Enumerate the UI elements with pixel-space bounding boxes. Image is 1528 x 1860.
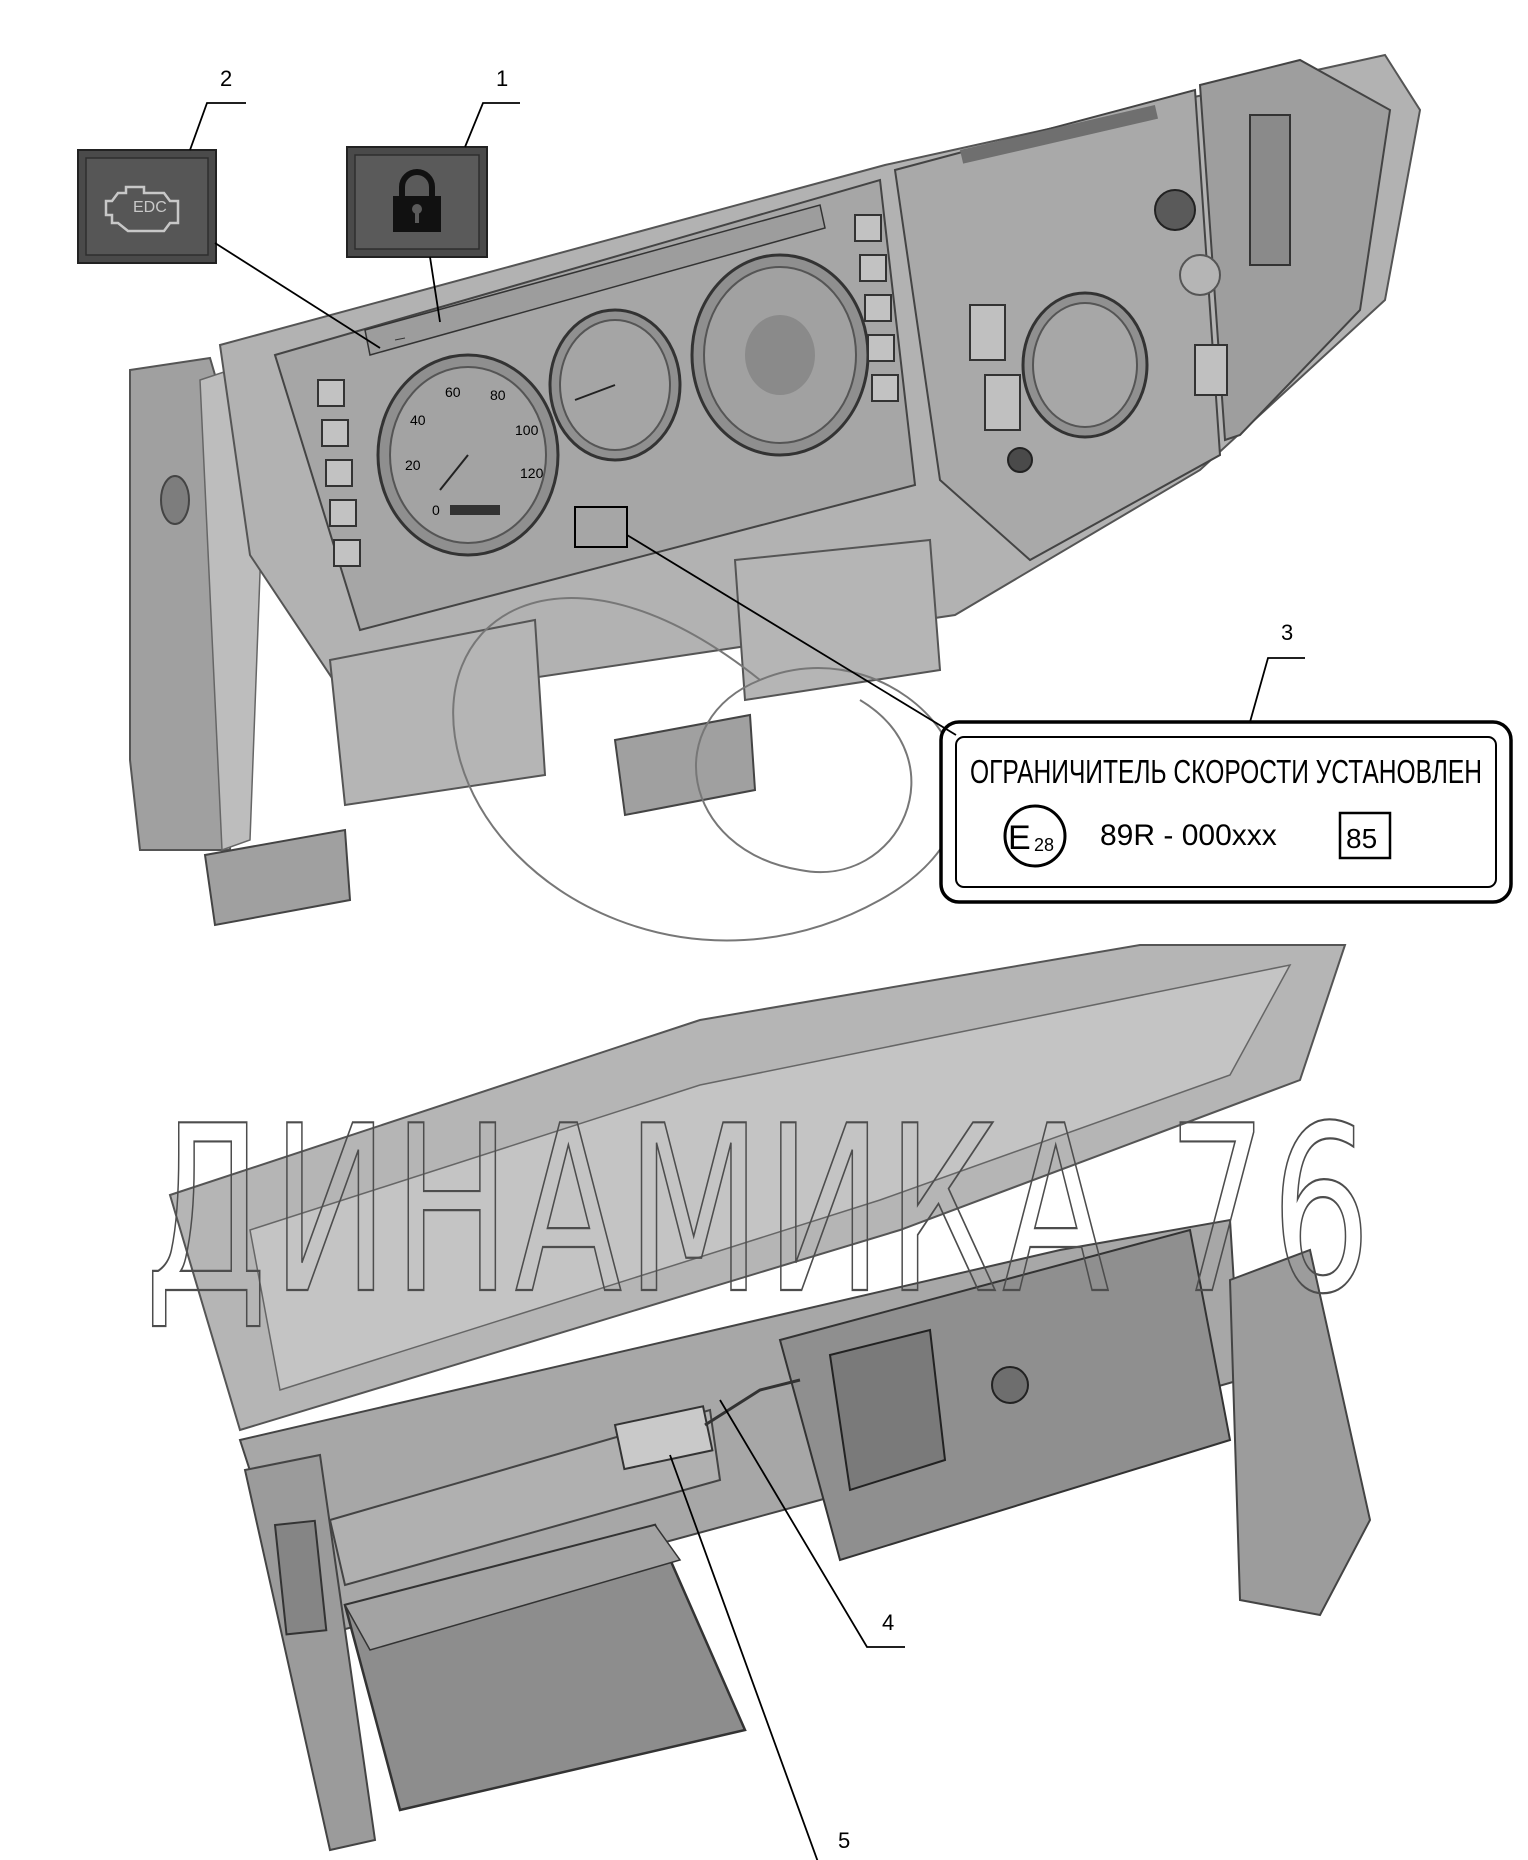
speed-value: 85	[1346, 823, 1377, 854]
rear-relay-block	[828, 1328, 947, 1492]
lower-bracket-b	[613, 713, 757, 817]
speedo-tick-0: 0	[432, 502, 440, 518]
leader-line-2-cont	[214, 242, 381, 349]
lock-icon	[393, 169, 441, 232]
lower-dashboard-assembly	[168, 944, 1372, 1852]
callout-3: 3	[1281, 620, 1293, 645]
warning-lamp-strip	[364, 204, 826, 356]
plate-title: ОГРАНИЧИТЕЛЬ СКОРОСТИ УСТАНОВЛЕН	[970, 753, 1482, 790]
edc-label: EDC	[133, 199, 167, 216]
callout-5: 5	[838, 1828, 850, 1853]
speedo-tick-100: 100	[515, 422, 539, 438]
right-panel-knob	[1154, 189, 1196, 231]
speedometer: 0 20 40 60 80 100 120	[376, 353, 560, 557]
speedo-tick-40: 40	[410, 412, 426, 428]
speedo-tick-120: 120	[520, 465, 544, 481]
left-switch-column	[317, 379, 361, 567]
lower-module-right	[733, 538, 942, 702]
leader-line-5	[669, 1454, 819, 1860]
right-end-module	[1198, 58, 1392, 442]
ecu-box-top	[343, 1524, 682, 1651]
callout-1: 1	[496, 66, 508, 91]
right-panel-gauge	[1021, 291, 1149, 439]
approval-mark: E 28	[1003, 804, 1067, 868]
speedo-tick-20: 20	[405, 457, 421, 473]
speed-limiter-plate: ОГРАНИЧИТЕЛЬ СКОРОСТИ УСТАНОВЛЕН E 28 89…	[939, 720, 1513, 904]
callout-2: 2	[220, 66, 232, 91]
right-panel-indicator	[1179, 254, 1221, 296]
approval-number: 89R - 000xxx	[1100, 819, 1277, 852]
approval-mark-number: 28	[1034, 835, 1054, 855]
engine-check-icon	[104, 185, 180, 233]
connector-5-body	[613, 1405, 714, 1471]
watermark-text: ДИНАМИКА 76	[145, 1078, 1375, 1345]
lock-indicator-tile	[346, 146, 488, 258]
rocker-switch-b	[984, 374, 1021, 431]
right-panel-display-strip	[960, 105, 1159, 164]
speed-value-box	[1338, 811, 1392, 860]
rear-right-bracket	[1228, 1248, 1372, 1617]
wire-harness	[704, 1378, 801, 1427]
right-large-gauge	[690, 253, 870, 457]
rear-left-slot	[273, 1519, 328, 1636]
watermark: ДИНАМИКА 76	[144, 597, 1375, 1346]
leader-line-4	[719, 1399, 905, 1648]
edc-indicator-tile: EDC	[77, 149, 217, 264]
leader-lines	[189, 102, 1305, 1860]
approval-mark-letter: E	[1008, 819, 1031, 857]
center-gauge	[548, 308, 682, 462]
callout-4: 4	[882, 1610, 894, 1635]
right-panel-lamp	[1007, 447, 1033, 473]
speedo-tick-80: 80	[490, 387, 506, 403]
rocker-switch-a	[969, 304, 1006, 361]
leader-line-1	[464, 102, 520, 148]
plate-location-marker	[574, 506, 628, 548]
leader-line-1-cont	[429, 256, 441, 323]
leader-line-3-plate	[626, 534, 957, 736]
end-module-slot	[1249, 114, 1291, 266]
right-switch-column	[854, 214, 899, 402]
bracket-hole	[160, 475, 190, 525]
speedo-tick-60: 60	[445, 384, 461, 400]
rocker-switch-c	[1194, 344, 1228, 396]
lower-module-left	[328, 618, 547, 807]
rear-socket	[991, 1366, 1029, 1404]
leader-line-2	[189, 102, 246, 151]
rear-hood-inner	[249, 963, 1292, 1391]
upper-dashboard-assembly: 0 20 40 60 80 100 120	[129, 53, 1422, 927]
lower-bracket-a	[203, 828, 352, 927]
leader-line-3	[1249, 657, 1305, 723]
